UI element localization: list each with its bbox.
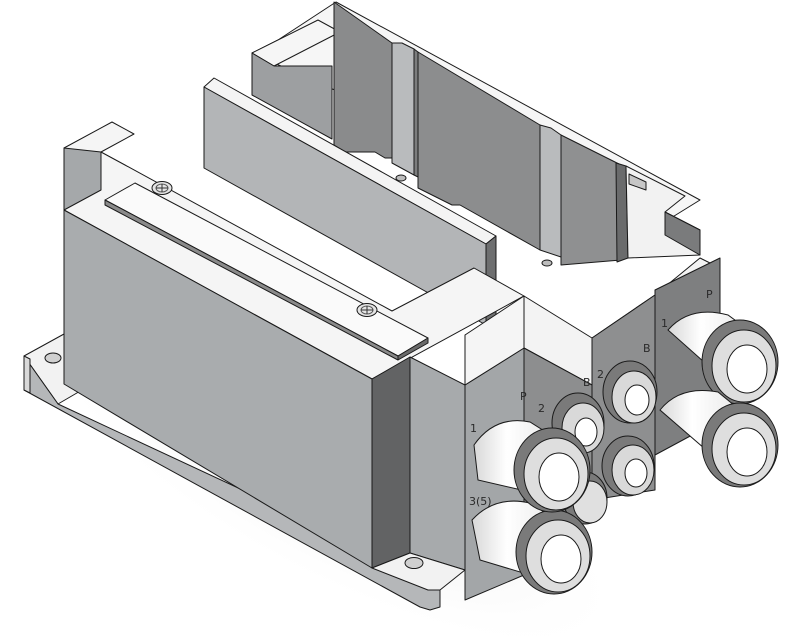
main-housing: [23, 121, 525, 611]
port-label-left-p: P: [520, 390, 527, 403]
fitting-left-exhaust: [471, 500, 593, 595]
port-label-left-exhaust: 3(5): [469, 495, 492, 508]
port-label-right-1: 1: [661, 317, 668, 330]
port-label-right-p: P: [706, 288, 713, 301]
fittings: [471, 311, 779, 595]
nameplate: [104, 181, 429, 361]
fitting-station2-a: [601, 435, 655, 497]
port-label-st1-b: B: [583, 376, 591, 389]
screw-icon: [356, 303, 378, 317]
back-rail-block: [251, 1, 701, 267]
port-label-left-1: 1: [470, 422, 477, 435]
port-label-st2-b: B: [643, 342, 651, 355]
screw-icon: [151, 181, 173, 195]
fitting-right-exhaust: [659, 389, 779, 488]
fitting-station2-b: [602, 360, 658, 424]
fitting-right-supply: [667, 311, 779, 405]
fitting-left-supply: [473, 420, 591, 513]
port-label-st2-2: 2: [597, 368, 604, 381]
divider-plate: [203, 77, 497, 326]
port-label-st1-2: 2: [538, 402, 545, 415]
port-labels: 1 P 3(5) 2 B 2 B 1 P: [469, 288, 713, 508]
